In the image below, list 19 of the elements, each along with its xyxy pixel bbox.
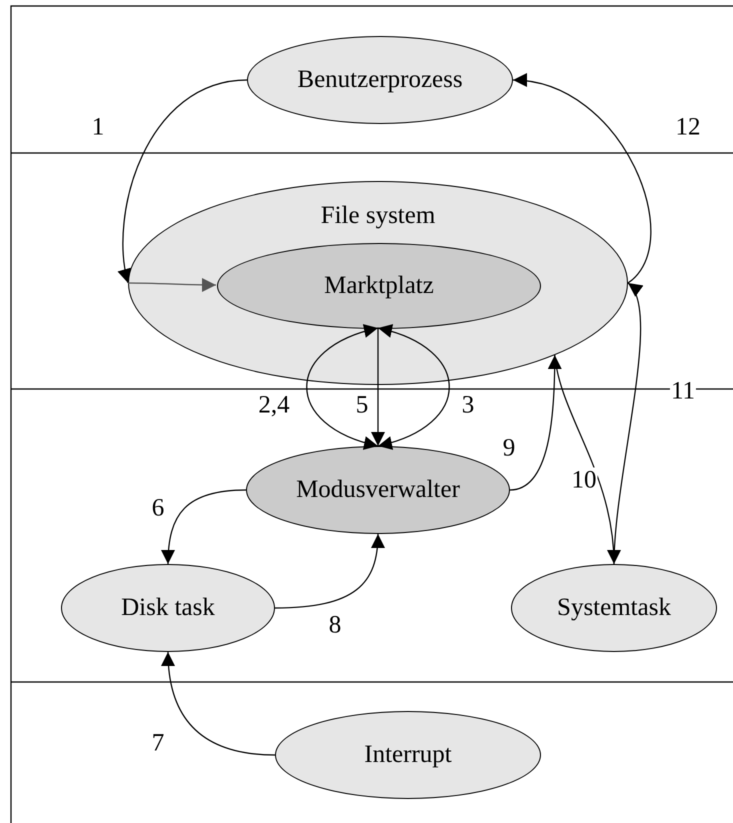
node-label: Systemtask — [557, 594, 671, 622]
arrow — [512, 74, 652, 284]
node-label: Interrupt — [364, 741, 452, 769]
arrow — [613, 282, 642, 564]
arrow — [371, 328, 385, 446]
arrow — [306, 325, 378, 449]
node-label: Marktplatz — [324, 272, 434, 300]
arrow — [554, 355, 620, 564]
arrow — [378, 325, 450, 449]
arrow — [274, 534, 384, 609]
node-label: File system — [320, 202, 436, 230]
arrow — [510, 355, 562, 491]
arrow — [161, 489, 246, 564]
node-label: Modusverwalter — [296, 476, 460, 504]
node-label: Disk task — [121, 594, 215, 622]
arrow — [128, 278, 216, 292]
arrow — [118, 79, 248, 284]
arrow — [162, 652, 276, 756]
node-label: Benutzerprozess — [297, 66, 463, 94]
